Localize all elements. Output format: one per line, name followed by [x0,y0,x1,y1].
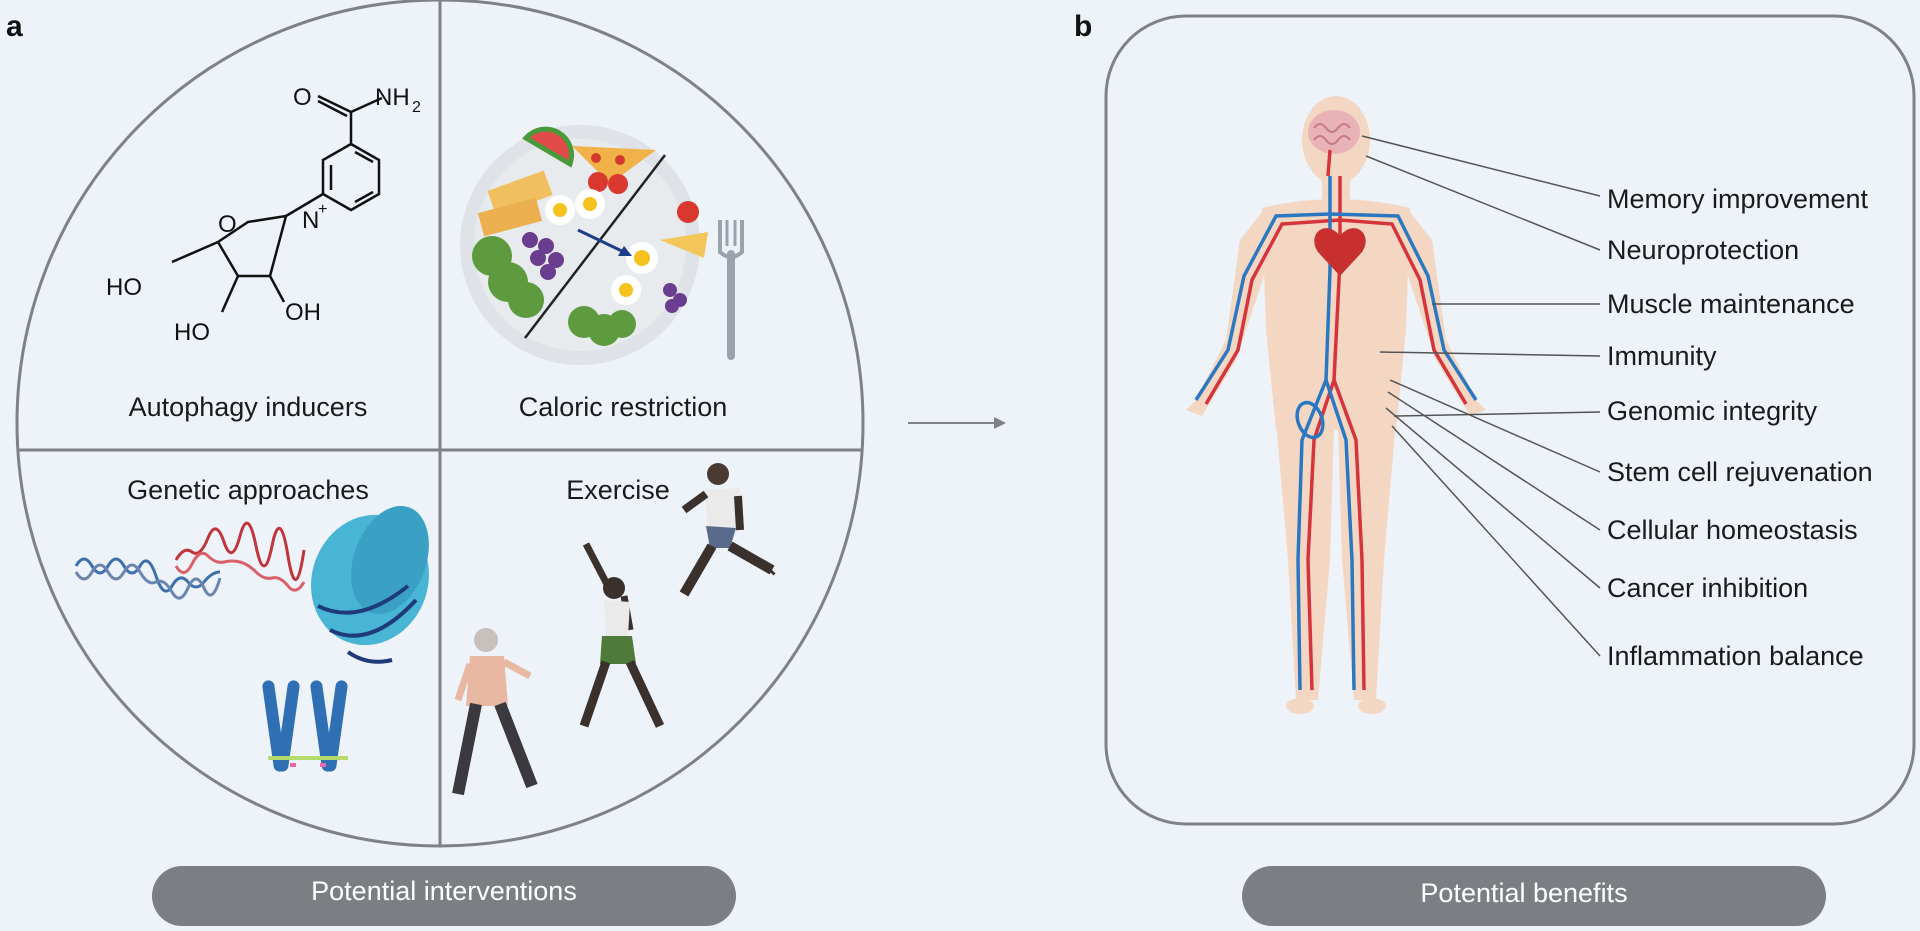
atom-o-amide: O [293,84,312,111]
benefit-label: Memory improvement [1607,184,1869,214]
atom-ring-o: O [218,211,237,238]
runner-figure [679,463,776,597]
interventions-pill: Potential interventions [152,866,736,926]
benefit-label: Inflammation balance [1607,641,1864,671]
atom-nh2-subscript: 2 [412,99,421,116]
atom-ho-bottom: HO [174,319,210,346]
chromosome-icon [262,680,348,772]
quadrant-label-exercise: Exercise [566,475,670,505]
panel-arrow [908,417,1006,429]
dna-strand-icon [74,521,306,600]
atom-nh2: NH [375,84,410,111]
benefit-label: Cancer inhibition [1607,573,1808,603]
atom-n-plus: N [302,207,319,234]
benefit-label: Immunity [1607,341,1717,371]
panel-b-letter: b [1074,10,1092,43]
benefit-label: Cellular homeostasis [1607,515,1858,545]
panel-a-letter: a [6,10,23,43]
nicotinamide-riboside-labels: O NH 2 O N + HO HO OH [106,84,421,346]
benefits-list: Memory improvement Neuroprotection Muscl… [1607,184,1873,671]
quadrant-label-genetic: Genetic approaches [127,475,369,505]
leader-lines [1361,135,1601,657]
human-body-illustration [1186,96,1486,714]
atom-ho-left: HO [106,274,142,301]
benefits-pill: Potential benefits [1242,866,1826,926]
benefit-label: Neuroprotection [1607,235,1799,265]
interventions-circle [15,0,865,848]
benefit-label: Genomic integrity [1607,396,1818,426]
fork-icon [718,220,744,360]
benefits-frame [1104,14,1916,826]
nucleosome-icon [311,505,429,664]
benefit-label: Stem cell rejuvenation [1607,457,1873,487]
plate-illustration [460,125,708,365]
nicotinamide-riboside-structure [171,94,383,313]
interventions-pill-label: Potential interventions [311,876,577,906]
quadrant-label-caloric: Caloric restriction [519,392,728,422]
benefit-label: Muscle maintenance [1607,289,1855,319]
walker-figure [452,628,538,796]
atom-oh-right: OH [285,299,321,326]
benefits-pill-label: Potential benefits [1420,878,1627,908]
atom-charge: + [318,201,327,218]
stretching-figure [579,542,665,728]
quadrant-label-autophagy: Autophagy inducers [129,392,368,422]
